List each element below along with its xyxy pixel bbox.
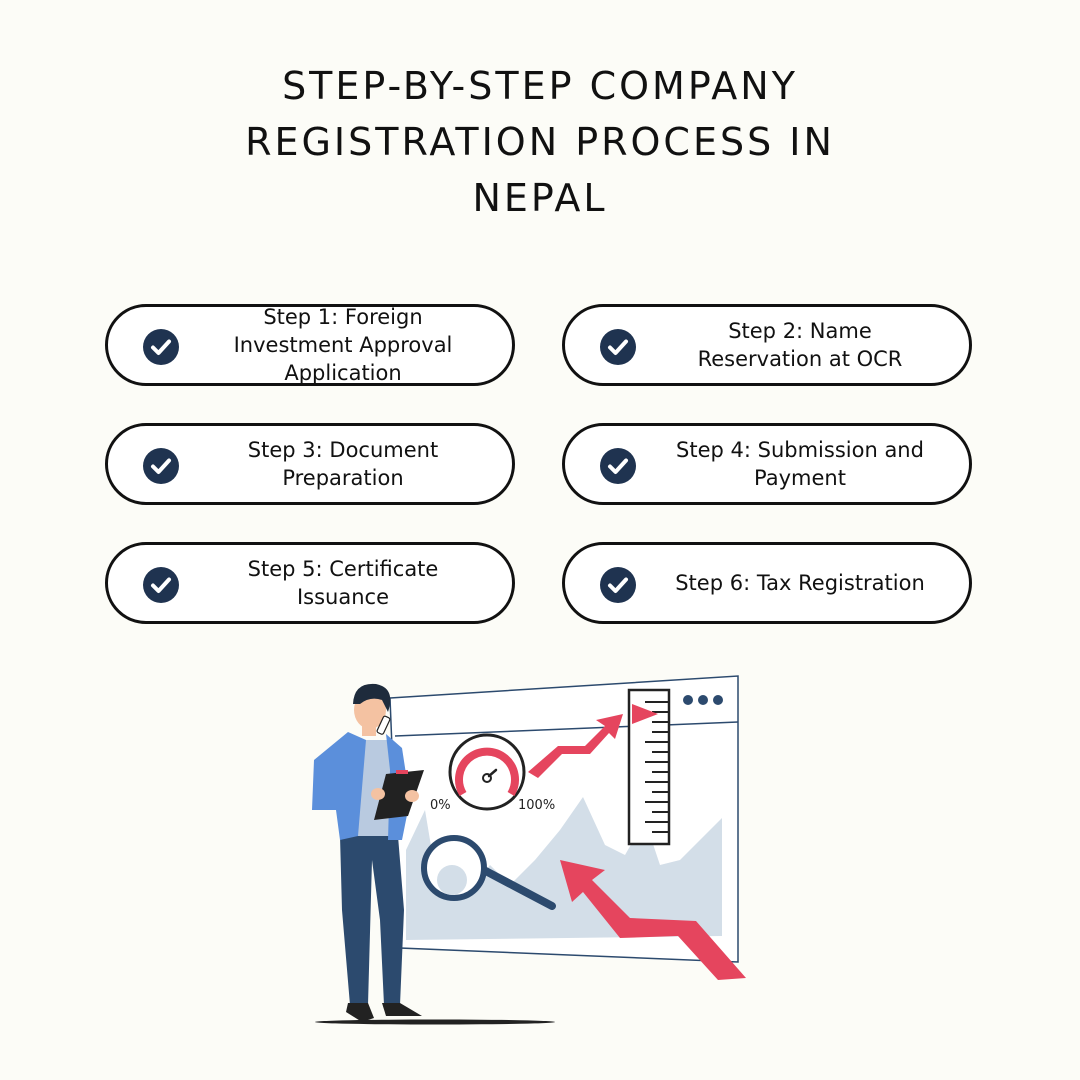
step-label: Step 3: Document Preparation [247, 438, 439, 490]
check-circle-icon [600, 448, 636, 484]
step-label: Step 5: Certificate Issuance [247, 557, 439, 609]
check-circle-icon [143, 448, 179, 484]
step-card-2: Step 2: Name Reservation at OCR [562, 304, 972, 386]
trend-up-arrow-icon [528, 714, 623, 778]
title-line: REGISTRATION PROCESS IN [245, 120, 835, 164]
check-circle-icon [143, 567, 179, 603]
check-circle-icon [600, 567, 636, 603]
step-card-1: Step 1: Foreign Investment Approval Appl… [105, 304, 515, 386]
ground-shadow [315, 1019, 555, 1025]
gauge-icon: 0% 100% [430, 733, 555, 813]
gauge-max-label: 100% [518, 798, 555, 813]
ruler-icon [627, 688, 671, 846]
step-card-4: Step 4: Submission and Payment [562, 423, 972, 505]
check-circle-icon [600, 329, 636, 365]
trend-arrow-big-icon [560, 860, 746, 980]
step-label: Step 1: Foreign Investment Approval Appl… [233, 305, 453, 385]
step-label: Step 6: Tax Registration [675, 571, 925, 595]
step-label: Step 2: Name Reservation at OCR [697, 319, 903, 371]
business-analytics-illustration: 0% 100% [300, 660, 770, 1040]
step-card-5: Step 5: Certificate Issuance [105, 542, 515, 624]
gauge-min-label: 0% [430, 798, 451, 813]
step-card-3: Step 3: Document Preparation [105, 423, 515, 505]
businessman-figure [312, 683, 424, 1022]
magnifying-glass-icon [421, 835, 556, 910]
step-card-6: Step 6: Tax Registration [562, 542, 972, 624]
step-label: Step 4: Submission and Payment [676, 438, 924, 490]
check-circle-icon [143, 329, 179, 365]
title-line: NEPAL [472, 176, 608, 220]
title-line: STEP-BY-STEP COMPANY [282, 64, 798, 108]
page-title: STEP-BY-STEP COMPANY REGISTRATION PROCES… [0, 58, 1080, 226]
